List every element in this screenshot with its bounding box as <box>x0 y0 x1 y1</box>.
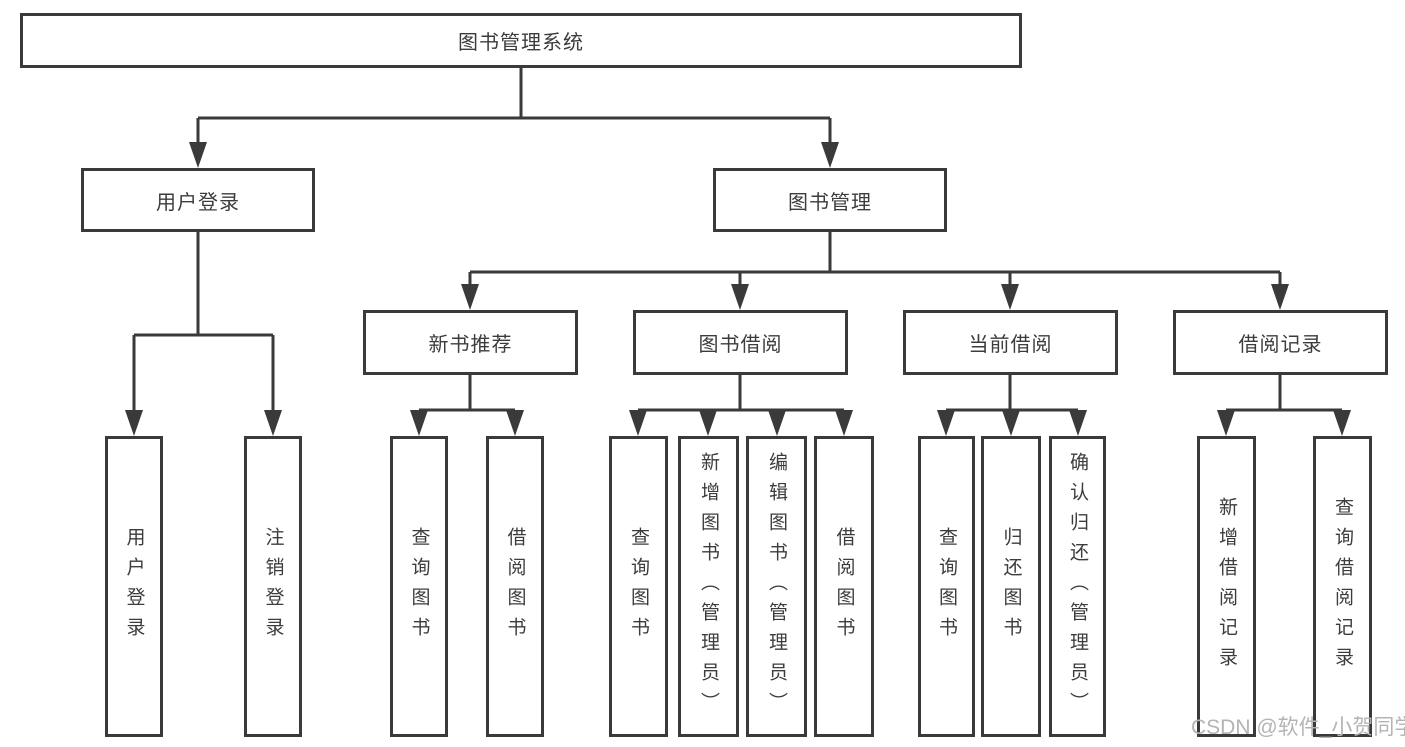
node-root: 图书管理系统 <box>20 13 1022 68</box>
leaf-borrow-books-recommend: 借阅图书 <box>486 436 544 737</box>
leaf-label: 查询图书 <box>936 526 957 647</box>
leaf-logout: 注销登录 <box>244 436 302 737</box>
leaf-label: 查询借阅记录 <box>1332 496 1353 677</box>
leaf-label: 借阅图书 <box>833 526 855 647</box>
node-new-book-recommend: 新书推荐 <box>363 310 578 375</box>
leaf-label: 查询图书 <box>628 526 649 647</box>
leaf-label: 用户登录 <box>123 526 145 647</box>
leaf-label: 注销登录 <box>262 526 284 647</box>
leaf-label: 新增图书（管理员） <box>698 451 719 722</box>
leaf-label: 归还图书 <box>1000 526 1022 647</box>
csdn-watermark: CSDN @软件_小贺同学 <box>1191 716 1405 739</box>
leaf-borrow-books: 借阅图书 <box>814 436 874 737</box>
leaf-edit-books-admin: 编辑图书（管理员） <box>746 436 807 737</box>
node-user-login: 用户登录 <box>81 168 315 232</box>
leaf-label: 确认归还（管理员） <box>1067 451 1088 722</box>
leaf-add-borrow-record: 新增借阅记录 <box>1197 436 1256 737</box>
leaf-label: 编辑图书（管理员） <box>766 451 787 722</box>
leaf-label: 借阅图书 <box>504 526 526 647</box>
leaf-add-books-admin: 新增图书（管理员） <box>678 436 739 737</box>
leaf-label: 查询图书 <box>408 526 430 647</box>
leaf-query-books-recommend: 查询图书 <box>390 436 448 737</box>
node-current-borrowing: 当前借阅 <box>903 310 1118 375</box>
leaf-return-books: 归还图书 <box>981 436 1041 737</box>
node-book-borrowing: 图书借阅 <box>633 310 848 375</box>
leaf-query-books-borrowing: 查询图书 <box>609 436 668 737</box>
node-borrowing-records: 借阅记录 <box>1173 310 1388 375</box>
leaf-query-borrow-record: 查询借阅记录 <box>1313 436 1372 737</box>
node-book-management: 图书管理 <box>713 168 947 232</box>
leaf-query-books-current: 查询图书 <box>918 436 975 737</box>
leaf-confirm-return-admin: 确认归还（管理员） <box>1049 436 1106 737</box>
leaf-label: 新增借阅记录 <box>1216 496 1237 677</box>
arrowhead-icons <box>125 142 1351 436</box>
leaf-user-login: 用户登录 <box>105 436 163 737</box>
